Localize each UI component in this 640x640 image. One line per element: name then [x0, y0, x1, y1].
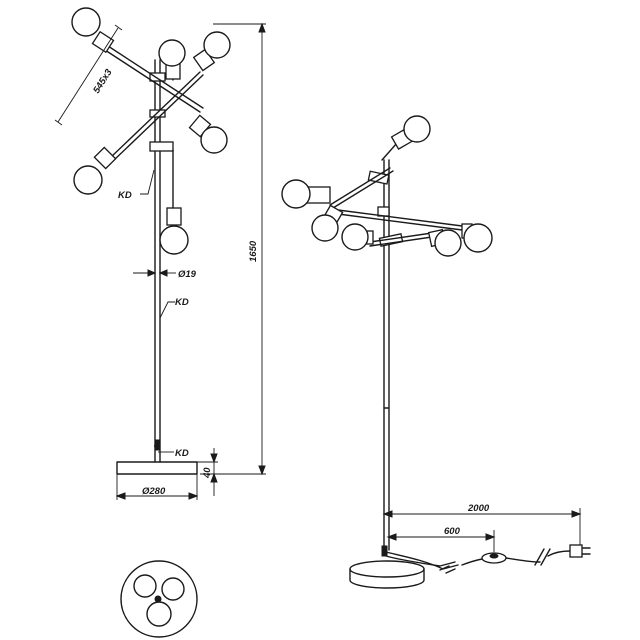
dim-arm-line — [57, 27, 119, 123]
side-arm-top — [381, 142, 398, 161]
foot-switch-button — [489, 553, 499, 559]
base-height-label: 40 — [202, 467, 213, 479]
front-pole-foot — [155, 439, 160, 451]
kd-label-top: KD — [118, 190, 132, 201]
front-arm-b — [109, 71, 201, 159]
dim-arm-tick-b — [114, 24, 123, 31]
side-bulb-left-lower — [311, 214, 339, 242]
side-arm-left — [329, 167, 391, 206]
top-view-bulb-a — [133, 574, 157, 598]
side-mid-collar — [377, 206, 390, 217]
dim-switch-arrow-right — [485, 533, 496, 541]
kd-label-middle: KD — [175, 297, 189, 308]
front-bulb-top-left — [71, 7, 101, 37]
top-view-base — [120, 560, 198, 638]
front-bulb-bottom-right — [200, 126, 228, 154]
front-bulb-top-center — [158, 39, 186, 67]
front-view: 545x3 1650 Ø19 KD KD KD 40 Ø280 — [54, 7, 266, 500]
front-collar — [149, 141, 174, 152]
kd-leader-top — [140, 169, 155, 195]
side-top-collar — [367, 170, 390, 185]
front-socket-top-left — [91, 30, 115, 54]
front-arm-b-edge — [112, 74, 204, 162]
dim-base-diameter-arrow-right — [188, 492, 199, 500]
cable-length-label: 2000 — [467, 503, 490, 514]
top-view-center — [154, 595, 162, 603]
pole-diameter-label: Ø19 — [178, 269, 197, 280]
dim-cable-arrow-left — [382, 510, 393, 518]
side-cable-to-plug — [547, 550, 571, 557]
front-arm-a-edge — [107, 45, 204, 109]
side-base-side — [349, 568, 425, 589]
dim-base-diameter-arrow-left — [115, 492, 126, 500]
side-arm-low-edge — [369, 236, 433, 247]
dim-arm-tick-a — [54, 119, 63, 126]
side-bulb-top — [403, 115, 431, 143]
side-cable-break-right — [534, 548, 551, 566]
side-arm-long-edge — [337, 213, 471, 232]
side-bulb-left — [281, 179, 311, 209]
dim-pole-arrow-left — [147, 269, 157, 277]
dim-base-arrow-bottom — [210, 472, 218, 483]
kd-label-bottom: KD — [175, 448, 189, 459]
side-bulb-right — [434, 229, 462, 257]
front-base — [116, 461, 198, 475]
front-arm-a — [104, 49, 201, 113]
side-cable-after-switch — [505, 557, 541, 563]
side-base-top — [349, 560, 425, 578]
side-arm-low — [369, 232, 433, 243]
dim-height-arrow-top — [258, 22, 266, 33]
top-view-bulb-c — [146, 601, 172, 627]
top-view-bulb-b — [161, 577, 185, 601]
total-height-label: 1650 — [248, 240, 259, 262]
side-bulb-center — [341, 223, 369, 251]
dim-base-arrow-top — [210, 453, 218, 464]
side-cable-break-left — [439, 565, 456, 574]
side-cable-a — [385, 555, 456, 567]
side-pole-foot — [381, 545, 388, 557]
dim-pole-arrow-right — [158, 269, 168, 277]
side-bulb-far-right — [463, 223, 493, 253]
front-bulb-top-right — [203, 31, 231, 59]
arm-length-label: 545x3 — [91, 67, 115, 96]
front-bulb-hanging — [159, 225, 189, 255]
front-top-joint — [149, 72, 166, 82]
plug-body — [569, 544, 583, 558]
dim-cable-arrow-right — [571, 510, 582, 518]
base-diameter-label: Ø280 — [142, 486, 166, 497]
switch-distance-label: 600 — [444, 526, 461, 537]
front-socket-hanging — [166, 207, 182, 226]
front-socket-bottom-left — [93, 146, 117, 170]
dim-height-arrow-bottom — [258, 465, 266, 476]
front-bulb-bottom-left — [73, 165, 103, 195]
side-arm-left-edge — [332, 170, 394, 209]
kd-leader-middle — [159, 301, 175, 319]
top-view — [120, 560, 198, 638]
side-arm-long — [337, 209, 471, 228]
dim-switch-arrow-left — [386, 533, 397, 541]
side-view: 2000 600 — [281, 115, 591, 589]
